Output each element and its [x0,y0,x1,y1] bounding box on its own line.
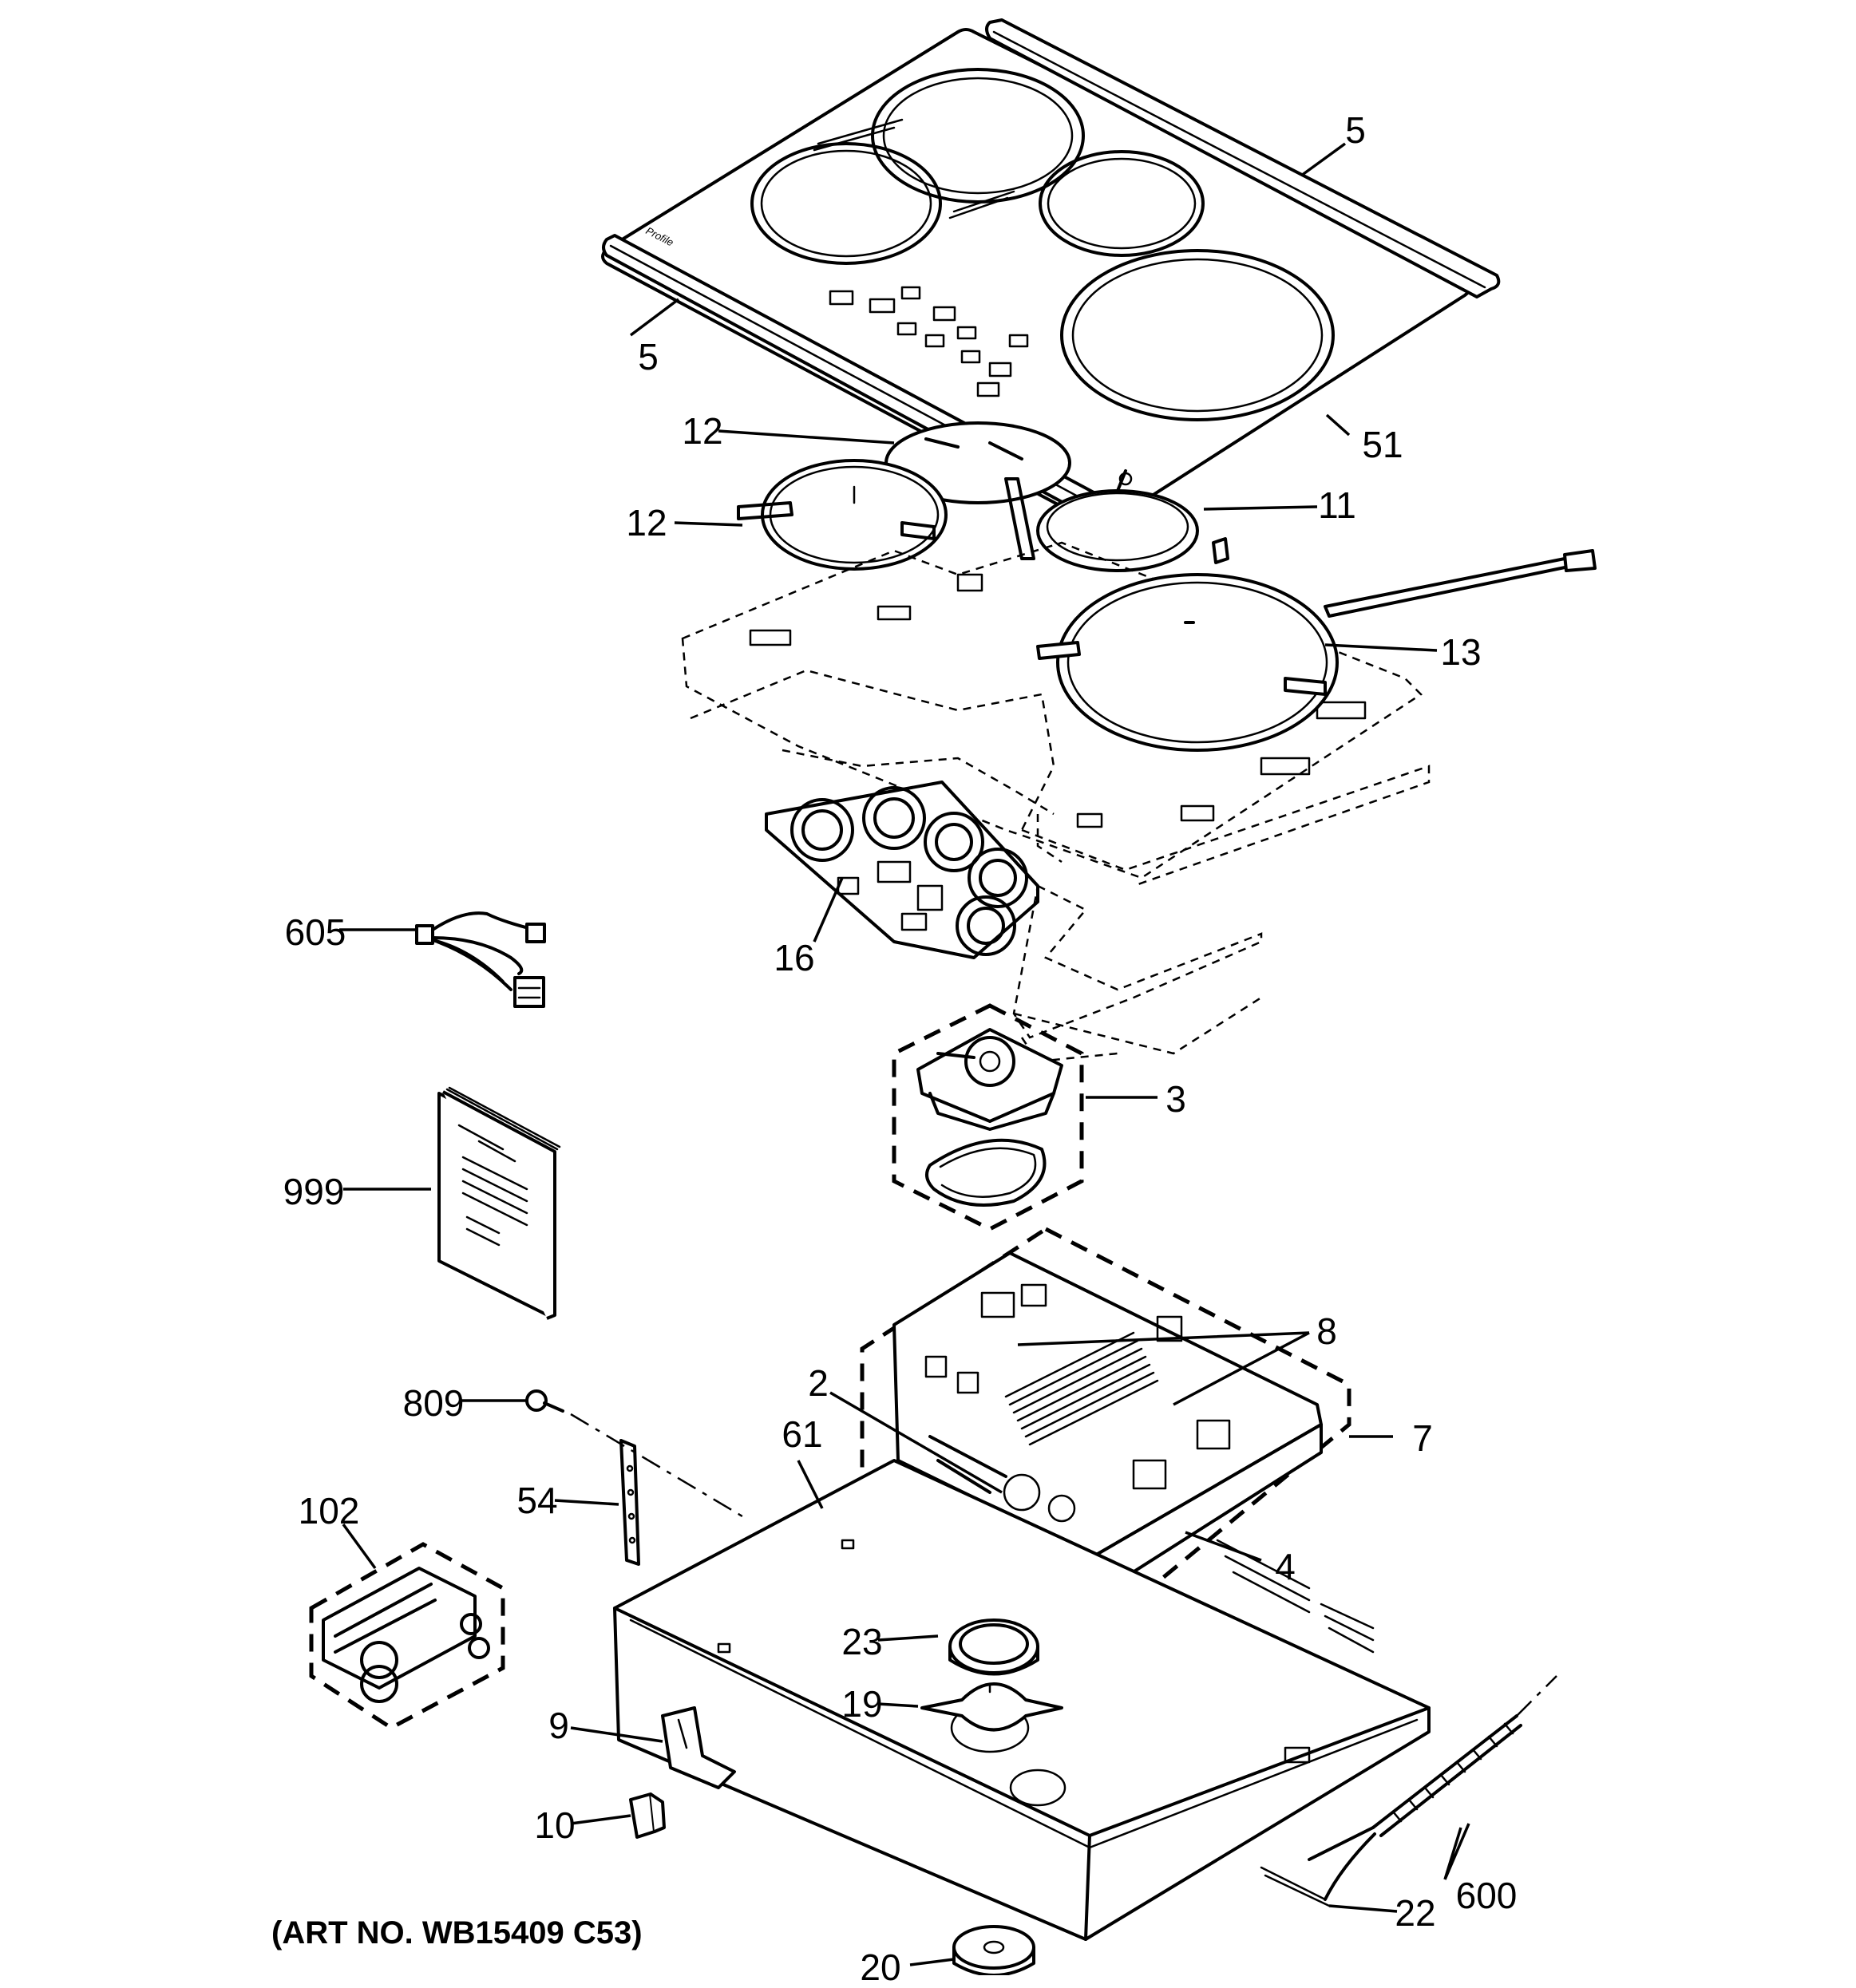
control-board-part-16 [765,781,1039,959]
art-number-caption: (ART NO. WB15409 C53) [271,1915,643,1950]
callout-3: 3 [1165,1078,1186,1120]
trim-strip-part-5-upper [985,18,1501,298]
strap-part-54 [619,1439,640,1566]
fan-assembly-part-3 [892,1003,1084,1231]
heating-element-part-12-front [737,459,1035,571]
callout-600: 600 [1455,1875,1518,1916]
callout-605: 605 [284,911,346,953]
callout-13: 13 [1440,631,1482,673]
callout-51: 51 [1362,424,1403,465]
callout-10: 10 [534,1804,576,1846]
callout-23: 23 [841,1621,883,1662]
ring-part-23 [948,1618,1039,1676]
callout-16: 16 [774,937,815,978]
callout-8: 8 [1316,1310,1337,1352]
power-cord-part-600 [1308,1675,1557,1901]
callout-7: 7 [1412,1417,1433,1459]
callout-5-lower: 5 [638,336,659,377]
callout-22: 22 [1395,1892,1436,1934]
callout-102: 102 [298,1490,360,1532]
heating-element-part-13 [1036,537,1597,752]
wire-harness-part-605 [415,911,546,1008]
callout-809: 809 [402,1382,465,1424]
terminal-block-part-102 [309,1542,505,1730]
upper-dashed-bracket [681,541,1431,887]
lower-dashed-bracket [1012,884,1263,1063]
callout-9: 9 [548,1705,569,1746]
wires-part-22 [1260,1866,1331,1907]
callout-19: 19 [841,1683,883,1725]
clip-part-10 [629,1792,666,1839]
screw-part-809 [525,1389,564,1413]
callout-12-front: 12 [626,502,667,543]
callout-999: 999 [283,1171,345,1212]
callout-61: 61 [782,1413,823,1455]
clip-part-9 [661,1706,736,1789]
owners-manual-part-999 [437,1086,561,1320]
foot-part-20 [952,1925,1035,1975]
callout-11: 11 [1318,484,1356,526]
heating-element-part-11 [1036,469,1199,572]
callout-2: 2 [808,1362,829,1404]
callout-12-rear: 12 [682,410,723,452]
callout-20: 20 [860,1947,901,1988]
callout-leader-lines [339,142,1470,1966]
callout-5-upper: 5 [1345,109,1366,151]
bracket-part-19 [920,1682,1063,1732]
callout-4: 4 [1275,1546,1296,1587]
callout-54: 54 [516,1480,558,1521]
